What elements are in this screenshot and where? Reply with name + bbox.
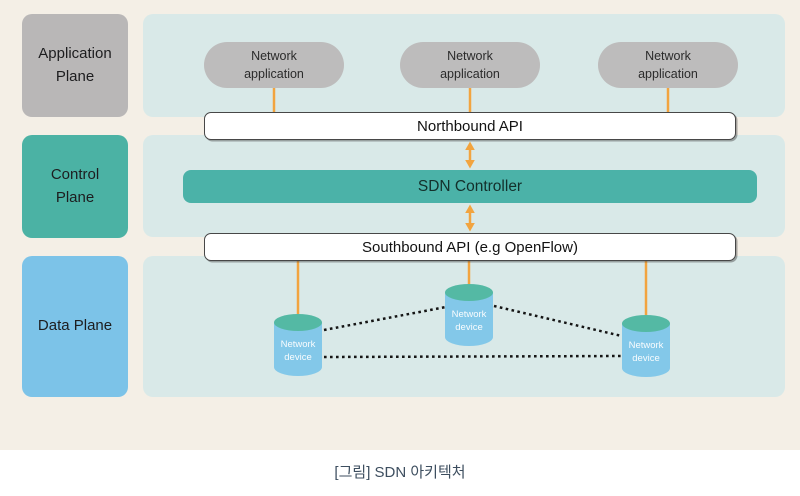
northbound-api-label: Northbound API xyxy=(417,117,523,135)
cylinder-body xyxy=(622,323,670,377)
network-device-cylinder: Network device xyxy=(445,284,493,346)
application-plane-box: Application Plane xyxy=(22,14,128,117)
network-application-node: Network application xyxy=(598,42,738,88)
cylinder-body xyxy=(274,322,322,376)
sdn-controller-label: SDN Controller xyxy=(417,177,523,195)
network-application-label: Network application xyxy=(440,48,500,81)
network-application-label: Network application xyxy=(244,48,304,81)
sdn-controller-bar: SDN Controller xyxy=(183,170,757,203)
network-device-label: Network device xyxy=(280,338,316,363)
network-device-cylinder: Network device xyxy=(274,314,322,376)
figure-caption: [그림] SDN 아키텍처 xyxy=(334,464,466,481)
southbound-api-bar: Southbound API (e.g OpenFlow) xyxy=(204,233,736,261)
application-plane-label: Application Plane xyxy=(38,45,112,85)
cylinder-cap xyxy=(274,314,322,331)
control-plane-box: Control Plane xyxy=(22,135,128,238)
cylinder-body xyxy=(445,292,493,346)
data-plane-label: Data Plane xyxy=(37,317,113,335)
network-device-cylinder: Network device xyxy=(622,315,670,377)
northbound-api-bar: Northbound API xyxy=(204,112,736,140)
network-application-node: Network application xyxy=(400,42,540,88)
network-device-label: Network device xyxy=(628,339,664,364)
data-plane-box: Data Plane xyxy=(22,256,128,397)
network-application-label: Network application xyxy=(638,48,698,81)
control-plane-label: Control Plane xyxy=(50,166,100,206)
cylinder-cap xyxy=(445,284,493,301)
network-application-node: Network application xyxy=(204,42,344,88)
network-device-label: Network device xyxy=(451,308,487,333)
cylinder-cap xyxy=(622,315,670,332)
southbound-api-label: Southbound API (e.g OpenFlow) xyxy=(362,238,578,256)
